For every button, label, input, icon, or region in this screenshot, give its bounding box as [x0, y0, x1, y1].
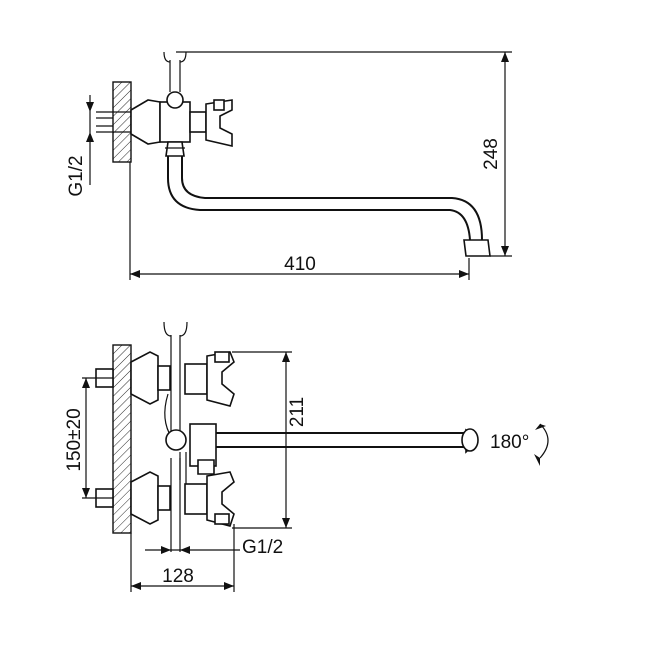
dim-128-label: 128	[162, 566, 194, 587]
lower-inlet	[95, 471, 171, 525]
rotation-label: 180°	[490, 432, 529, 453]
dim-211-label: 211	[287, 397, 308, 427]
mixer-center	[164, 393, 217, 484]
dim-248-label: 248	[481, 138, 502, 170]
dimension-height-bottom: 211	[232, 351, 308, 529]
spout	[167, 156, 491, 257]
thread-dimension-top: G1/2	[66, 95, 94, 197]
thread-label-top: G1/2	[66, 155, 87, 196]
upper-valve	[184, 351, 235, 407]
lower-valve	[184, 471, 235, 527]
bottom-view: 180° 211 150±20 G1/2	[64, 321, 549, 592]
mixer-body	[159, 51, 191, 157]
thread-dimension-bottom: G1/2	[145, 537, 283, 558]
dim-150-label: 150±20	[64, 408, 85, 471]
wall-section	[112, 344, 132, 534]
wall-plate	[112, 81, 132, 163]
dimension-width-top: 410	[129, 162, 470, 280]
dimension-spacing: 150±20	[64, 377, 113, 499]
valve-handle	[189, 99, 233, 148]
rotation-indicator: 180°	[490, 423, 549, 466]
top-view: 410 248 G1/2	[66, 51, 512, 280]
dim-410-label: 410	[284, 254, 316, 275]
spout-side	[216, 428, 479, 454]
dimension-height-top: 248	[176, 51, 512, 257]
thread-label-bottom: G1/2	[242, 537, 283, 558]
dimension-depth: 128	[130, 524, 235, 592]
